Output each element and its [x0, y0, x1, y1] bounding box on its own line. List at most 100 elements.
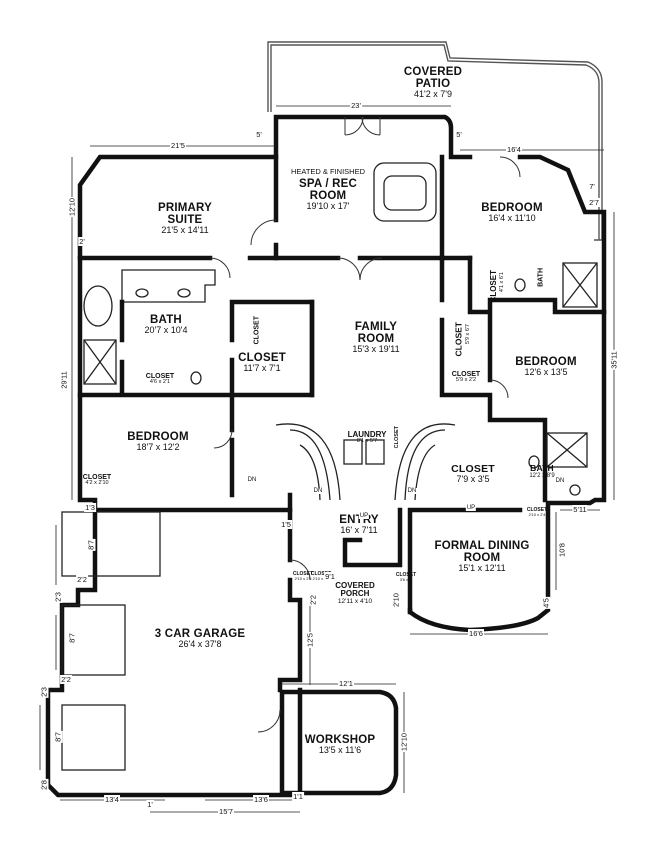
room-tag: HEATED & FINISHED: [290, 167, 366, 176]
room-name: CLOSET: [82, 474, 112, 481]
workshop-wall: [279, 689, 399, 796]
stair-dn-left: DN: [312, 488, 324, 494]
washer: [343, 439, 363, 465]
dim-primary-width: 21'5: [170, 141, 186, 150]
room-size: 18'7 x 12'2: [136, 442, 180, 453]
dim-garage-right: 5'11: [572, 505, 588, 514]
dim-workshop-width: 12'1: [338, 679, 354, 688]
dim-g2: 2'2: [76, 575, 88, 584]
room-size: 15'3 x 19'11: [352, 344, 400, 355]
room-name: CLOSET: [395, 572, 417, 578]
dim-g6: 2'3: [39, 686, 49, 698]
closet-primary-label: CLOSET 11'7 x 7'1: [238, 352, 286, 374]
room-name: BATH: [537, 268, 545, 287]
room-size: 12'11 x 4'10: [337, 597, 373, 605]
room-name: LAUNDRY: [347, 430, 387, 439]
closet-foyer-label: CLOSET 7'9 x 3'5: [451, 463, 495, 485]
room-name: FORMAL DINING ROOM: [434, 540, 530, 565]
family-room-wall: [309, 255, 548, 503]
room-size: 20'7 x 10'4: [144, 325, 188, 336]
stair-up-right: UP: [465, 505, 477, 511]
sink-2: [177, 288, 191, 298]
room-size: 7'9 x 3'5: [456, 474, 490, 485]
bath-primary-label: BATH 20'7 x 10'4: [145, 314, 188, 336]
bath-e1-label: BATH: [537, 268, 544, 287]
toilet-east: [514, 278, 526, 292]
dim-g11: 1'3: [84, 503, 96, 512]
room-size: 3'6 x 2': [399, 577, 413, 583]
covered-patio-inner: [270, 44, 600, 240]
dim-patio-left: 5': [255, 130, 263, 139]
patio-doors: [344, 116, 381, 136]
garage-wall: [45, 507, 303, 798]
room-name: CLOSET: [310, 571, 332, 577]
door-garage: [289, 559, 311, 581]
closet-e2-label: CLOSET: [453, 322, 464, 357]
room-name: COVERED PORCH: [335, 581, 375, 599]
bedroom-ne-label: BEDROOM 16'4 x 11'10: [481, 202, 542, 224]
room-size: 16' x 7'11: [340, 525, 378, 536]
closet-e2-size: 5'9 x 6'7: [465, 324, 472, 344]
dim-g9: 1': [146, 800, 154, 809]
east-shower: [562, 262, 598, 308]
garage-door-1: [61, 511, 161, 577]
primary-bath-interior-wall: [77, 299, 315, 498]
dim-primary-depth: 12'10: [67, 196, 77, 218]
dim-workshop-depth: 12'10: [399, 731, 409, 753]
dim-garage-front: 15'7: [218, 807, 234, 816]
room-size: 19'10 x 17': [306, 201, 350, 211]
primary-shower: [83, 339, 117, 385]
room-name: CLOSET: [292, 571, 314, 577]
dining-wall: [407, 507, 523, 615]
dim-dining-gap: 4'5: [541, 597, 551, 609]
closet-e3-label: CLOSET 5'9 x 2'2: [452, 371, 480, 384]
room-name: CLOSET: [451, 463, 495, 475]
dim-porch-r: 2'10: [391, 592, 401, 608]
room-size: 16'4 x 11'10: [488, 213, 536, 224]
room-name: 3 CAR GARAGE: [154, 628, 246, 640]
room-size: 2'10 x 2'4: [528, 512, 546, 518]
dim-porch-top: 9'1: [324, 572, 336, 581]
spa-tub-inner: [383, 175, 427, 211]
se-shower: [546, 432, 588, 468]
room-size: 41'2 x 7'9: [414, 89, 452, 100]
sink-1: [135, 288, 149, 298]
room-name: CLOSET: [453, 322, 464, 357]
room-size: 2'10 x 3'9: [312, 576, 330, 582]
bath-se-label: BATH 12'2 x 8'9: [529, 464, 554, 479]
room-size: 8'1 x 5'7: [356, 438, 378, 445]
door-bedroom-w: [213, 429, 233, 449]
closet-w-label: CLOSET 4'2 x 2'10: [83, 474, 111, 487]
room-name: COVERED PATIO: [403, 66, 463, 91]
dim-g8: 2'8: [39, 779, 49, 791]
se-sink: [569, 484, 581, 496]
dim-g3: 2'3: [53, 591, 63, 603]
room-size: 4'1 x 6'1: [499, 272, 506, 293]
room-name: CLOSET: [394, 426, 401, 449]
room-name: FAMILY ROOM: [354, 321, 398, 346]
door-family-1: [337, 257, 361, 281]
room-size: 4'6 x 2'1: [149, 379, 171, 386]
dim-dining-depth: 10'8: [557, 542, 567, 558]
room-name: CLOSET: [253, 316, 261, 345]
workshop-label: WORKSHOP 13'5 x 11'6: [305, 734, 376, 756]
room-size: 21'5 x 14'11: [161, 225, 209, 236]
door-workshop: [257, 709, 281, 733]
primary-bathtub: [83, 285, 113, 327]
room-size: 12'6 x 13'5: [524, 367, 568, 378]
room-name: BATH: [150, 314, 182, 326]
room-name: CLOSET: [526, 507, 548, 513]
dim-g5: 2'2: [60, 675, 72, 684]
dim-house-depth-w: 29'11: [59, 370, 69, 390]
dim-house-depth-e: 35'11: [609, 350, 619, 370]
closet-porch-r-label: CLOSET 3'6 x 2': [395, 572, 417, 583]
room-size: 12'2 x 8'9: [529, 472, 555, 479]
room-size: 13'5 x 11'6: [318, 745, 362, 756]
staircase-right: [394, 423, 456, 501]
room-size: 15'1 x 12'11: [458, 563, 506, 574]
room-name: SPA / REC ROOM: [298, 177, 358, 202]
dim-w-step: 2': [78, 237, 86, 246]
east-bedroom-wall: [467, 255, 607, 383]
toilet-primary: [190, 371, 202, 385]
dim-porch-depth: 12'5: [305, 632, 315, 648]
